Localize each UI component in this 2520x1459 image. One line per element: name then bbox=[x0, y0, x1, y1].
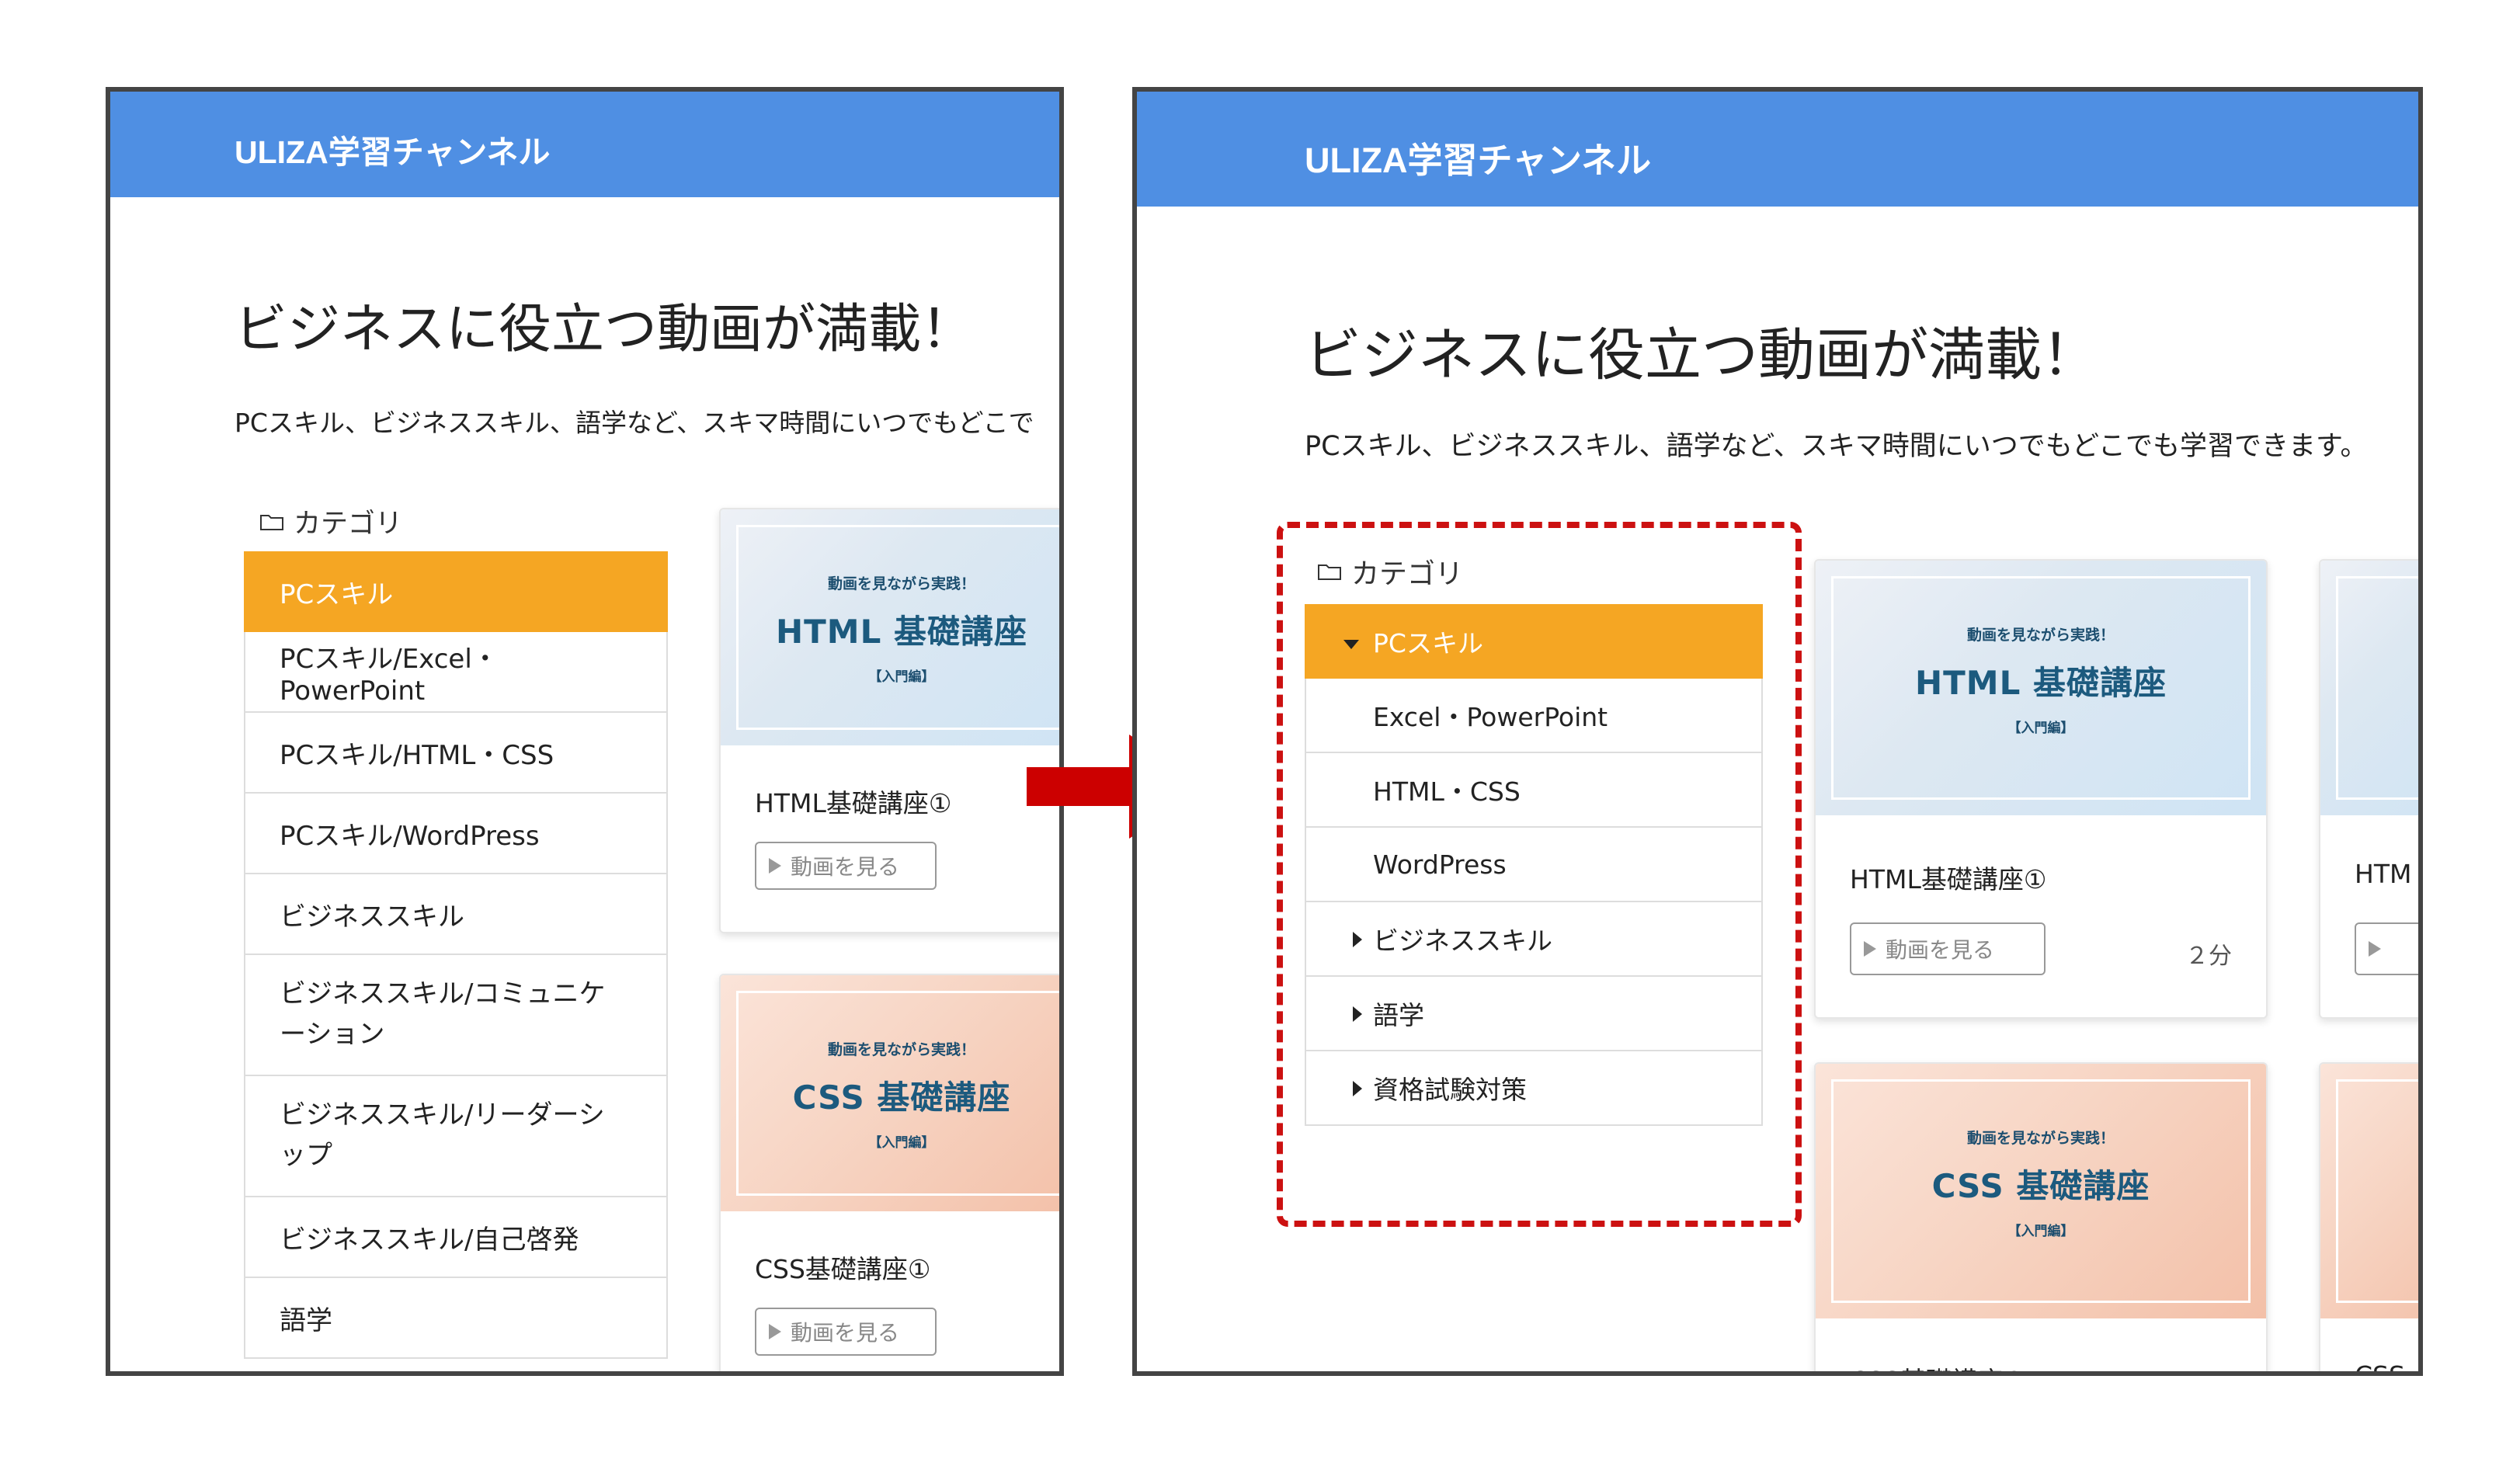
watch-video-button[interactable]: 動画を見る bbox=[755, 1308, 937, 1356]
thumb-subtitle: 動画を見ながら実践！ bbox=[827, 575, 975, 592]
course-thumbnail[interactable]: 動画を見ながら実践！ CSS 基礎講座 【入門編】 bbox=[721, 975, 1059, 1211]
caret-right-icon[interactable] bbox=[1353, 1006, 1362, 1022]
thumb-subtitle: 動画を見ながら実践！ bbox=[827, 1041, 975, 1058]
thumb-title: HTML 基礎講座 bbox=[1915, 664, 2167, 702]
site-header: ULIZA学習チャンネル bbox=[1137, 92, 2418, 207]
play-icon bbox=[1864, 941, 1876, 957]
course-card-html[interactable]: 動画を見ながら実践！ HTML 基礎講座 【入門編】 HTML基礎講座① 動画を… bbox=[1814, 559, 2268, 1019]
category-item-label: ビジネススキル/自己啓発 bbox=[280, 1224, 579, 1256]
watch-video-label: 動画を見る bbox=[791, 1320, 900, 1346]
course-thumbnail[interactable] bbox=[2320, 1064, 2418, 1318]
watch-video-button[interactable]: 動画を見る bbox=[1850, 922, 2046, 975]
course-title[interactable]: CSS基礎講座① bbox=[755, 1254, 931, 1284]
category-item-pc-excel[interactable]: PCスキル/Excel・PowerPoint bbox=[244, 632, 668, 713]
course-card-css-partial[interactable]: CSS bbox=[2319, 1062, 2418, 1376]
category-item-label: 語学 bbox=[1373, 1000, 1424, 1030]
watch-video-label: 動画を見る bbox=[1886, 937, 1995, 963]
category-item-label: ビジネススキル/リーダーシップ bbox=[280, 1099, 605, 1171]
category-item-label: PCスキル bbox=[1373, 628, 1483, 658]
play-icon bbox=[2369, 941, 2381, 957]
thumb-title: HTML 基礎講座 bbox=[776, 613, 1027, 651]
category-item-label: HTML・CSS bbox=[1373, 776, 1521, 807]
course-thumbnail[interactable]: 動画を見ながら実践！ HTML 基礎講座 【入門編】 bbox=[721, 509, 1059, 745]
category-item-pc-html[interactable]: PCスキル/HTML・CSS bbox=[244, 713, 668, 794]
category-item-html[interactable]: HTML・CSS bbox=[1305, 753, 1763, 828]
category-item-label: 語学 bbox=[280, 1304, 332, 1336]
category-item-label: PCスキル/Excel・PowerPoint bbox=[280, 643, 499, 707]
category-item-business-communication[interactable]: ビジネススキル/コミュニケーション bbox=[244, 955, 668, 1076]
course-title[interactable]: HTML基礎講座① bbox=[755, 788, 952, 818]
page-lead: PCスキル、ビジネススキル、語学など、スキマ時間にいつでもどこで bbox=[235, 408, 1034, 438]
caret-down-icon[interactable] bbox=[1343, 640, 1359, 649]
category-item-business-self[interactable]: ビジネススキル/自己啓発 bbox=[244, 1197, 668, 1278]
watch-video-label: 動画を見る bbox=[791, 854, 900, 880]
course-title[interactable]: CSS bbox=[2355, 1360, 2405, 1376]
category-item-pc-skill[interactable]: PCスキル bbox=[1305, 604, 1763, 679]
video-duration: ２分 bbox=[2185, 943, 2232, 970]
course-title[interactable]: HTM bbox=[2355, 859, 2412, 889]
category-item-label: ビジネススキル bbox=[1373, 926, 1552, 956]
thumb-subtitle: 動画を見ながら実践！ bbox=[1966, 1130, 2115, 1147]
category-heading: カテゴリ bbox=[259, 502, 402, 541]
thumb-tag: 【入門編】 bbox=[868, 669, 935, 685]
course-thumbnail[interactable]: 動画を見ながら実践！ HTML 基礎講座 【入門編】 bbox=[1816, 561, 2266, 815]
category-heading: カテゴリ bbox=[1317, 551, 1463, 592]
site-header: ULIZA学習チャンネル bbox=[110, 92, 1059, 197]
site-title[interactable]: ULIZA学習チャンネル bbox=[235, 134, 551, 170]
after-screenshot: ULIZA学習チャンネル ビジネスに役立つ動画が満載！ PCスキル、ビジネススキ… bbox=[1132, 87, 2423, 1376]
course-thumbnail[interactable]: 動画を見ながら実践！ CSS 基礎講座 【入門編】 bbox=[1816, 1064, 2266, 1318]
category-tree: PCスキル Excel・PowerPoint HTML・CSS WordPres… bbox=[1305, 604, 1763, 1126]
category-item-business[interactable]: ビジネススキル bbox=[244, 874, 668, 955]
category-item-label: PCスキル/HTML・CSS bbox=[280, 739, 554, 771]
category-item-label: PCスキル/WordPress bbox=[280, 820, 540, 852]
category-item-label: 資格試験対策 bbox=[1373, 1075, 1527, 1105]
category-item-label: WordPress bbox=[1373, 849, 1507, 880]
category-item-label: Excel・PowerPoint bbox=[1373, 702, 1608, 732]
category-list: PCスキル PCスキル/Excel・PowerPoint PCスキル/HTML・… bbox=[244, 551, 668, 1359]
play-icon bbox=[769, 858, 781, 874]
thumb-subtitle: 動画を見ながら実践！ bbox=[1966, 627, 2115, 644]
thumb-tag: 【入門編】 bbox=[2007, 1224, 2074, 1239]
before-screenshot: ULIZA学習チャンネル ビジネスに役立つ動画が満載！ PCスキル、ビジネススキ… bbox=[106, 87, 1064, 1376]
watch-video-button[interactable] bbox=[2355, 922, 2418, 975]
page-lead: PCスキル、ビジネススキル、語学など、スキマ時間にいつでもどこでも学習できます。 bbox=[1305, 431, 2368, 462]
course-thumbnail[interactable] bbox=[2320, 561, 2418, 815]
course-card-css[interactable]: 動画を見ながら実践！ CSS 基礎講座 【入門編】 CSS基礎講座① bbox=[1814, 1062, 2268, 1371]
caret-right-icon[interactable] bbox=[1353, 932, 1362, 947]
page-headline: ビジネスに役立つ動画が満載！ bbox=[1305, 322, 2098, 388]
category-heading-label: カテゴリ bbox=[294, 509, 403, 540]
course-title[interactable]: HTML基礎講座① bbox=[1850, 864, 2047, 895]
course-card-html-partial[interactable]: HTM bbox=[2319, 559, 2418, 1019]
folder-icon bbox=[1318, 564, 1341, 580]
course-card-css[interactable]: 動画を見ながら実践！ CSS 基礎講座 【入門編】 CSS基礎講座① 動画を見る bbox=[719, 974, 1059, 1371]
category-item-wordpress[interactable]: WordPress bbox=[1305, 828, 1763, 902]
watch-video-button[interactable]: 動画を見る bbox=[755, 842, 937, 890]
category-item-label: ビジネススキル bbox=[280, 901, 464, 933]
play-icon bbox=[769, 1324, 781, 1339]
category-heading-label: カテゴリ bbox=[1351, 558, 1464, 590]
category-item-label: PCスキル bbox=[280, 578, 394, 610]
folder-icon bbox=[260, 514, 283, 530]
site-title[interactable]: ULIZA学習チャンネル bbox=[1305, 141, 1652, 180]
category-item-language[interactable]: 語学 bbox=[1305, 977, 1763, 1051]
category-item-label: ビジネススキル/コミュニケーション bbox=[280, 978, 606, 1050]
thumb-tag: 【入門編】 bbox=[868, 1135, 935, 1151]
page-headline: ビジネスに役立つ動画が満載！ bbox=[235, 299, 975, 360]
caret-right-icon[interactable] bbox=[1353, 1081, 1362, 1096]
highlight-box bbox=[1277, 522, 1802, 1227]
category-item-language[interactable]: 語学 bbox=[244, 1278, 668, 1359]
thumb-title: CSS 基礎講座 bbox=[1931, 1167, 2150, 1205]
category-item-business[interactable]: ビジネススキル bbox=[1305, 902, 1763, 977]
course-title[interactable]: CSS基礎講座① bbox=[1850, 1360, 2026, 1371]
category-item-excel[interactable]: Excel・PowerPoint bbox=[1305, 679, 1763, 753]
thumb-title: CSS 基礎講座 bbox=[792, 1079, 1011, 1117]
category-item-pc-wordpress[interactable]: PCスキル/WordPress bbox=[244, 794, 668, 874]
thumb-tag: 【入門編】 bbox=[2007, 721, 2074, 736]
category-item-business-leadership[interactable]: ビジネススキル/リーダーシップ bbox=[244, 1076, 668, 1197]
category-item-certification[interactable]: 資格試験対策 bbox=[1305, 1051, 1763, 1126]
course-card-html[interactable]: 動画を見ながら実践！ HTML 基礎講座 【入門編】 HTML基礎講座① 動画を… bbox=[719, 508, 1059, 933]
category-item-pc-skill[interactable]: PCスキル bbox=[244, 551, 668, 632]
